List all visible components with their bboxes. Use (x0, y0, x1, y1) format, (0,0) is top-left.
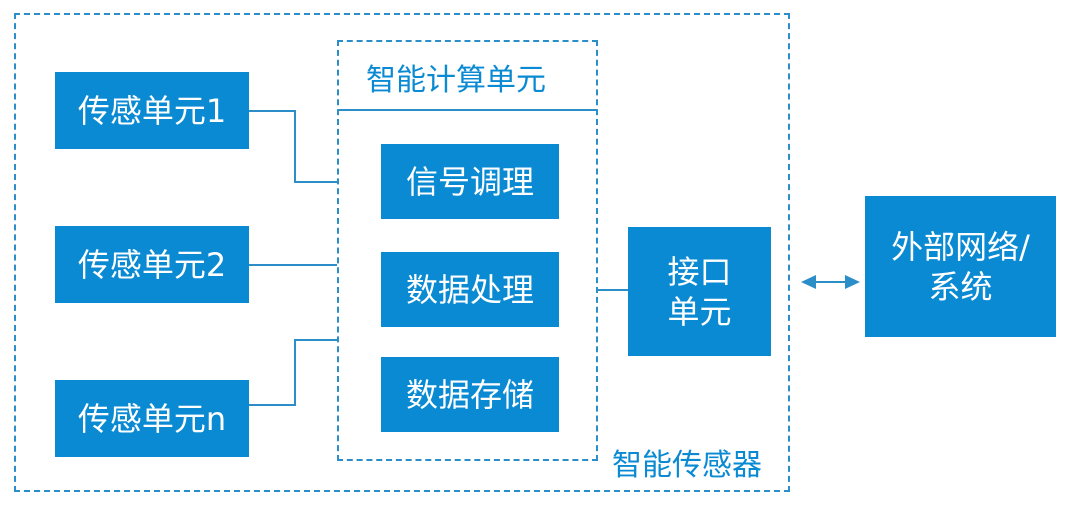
arrowhead-right (845, 275, 860, 289)
wire-sensor-n (249, 339, 337, 406)
data-processing-box: 数据处理 (381, 252, 559, 327)
data-storage-box: 数据存储 (381, 357, 559, 432)
smart-sensor-label: 智能传感器 (612, 448, 762, 483)
wire-sensor-1 (249, 110, 337, 183)
signal-conditioning-box: 信号调理 (381, 144, 559, 219)
smart-sensor-frame (14, 13, 790, 492)
compute-unit-frame (337, 40, 598, 461)
sensor-unit-1: 传感单元1 (55, 72, 249, 149)
sensor-unit-n: 传感单元n (55, 380, 249, 457)
external-network-box: 外部网络/ 系统 (865, 196, 1056, 337)
arrowhead-left (801, 275, 816, 289)
sensor-unit-2: 传感单元2 (55, 226, 249, 303)
interface-unit-box: 接口 单元 (628, 227, 771, 356)
compute-unit-title: 智能计算单元 (366, 63, 546, 98)
